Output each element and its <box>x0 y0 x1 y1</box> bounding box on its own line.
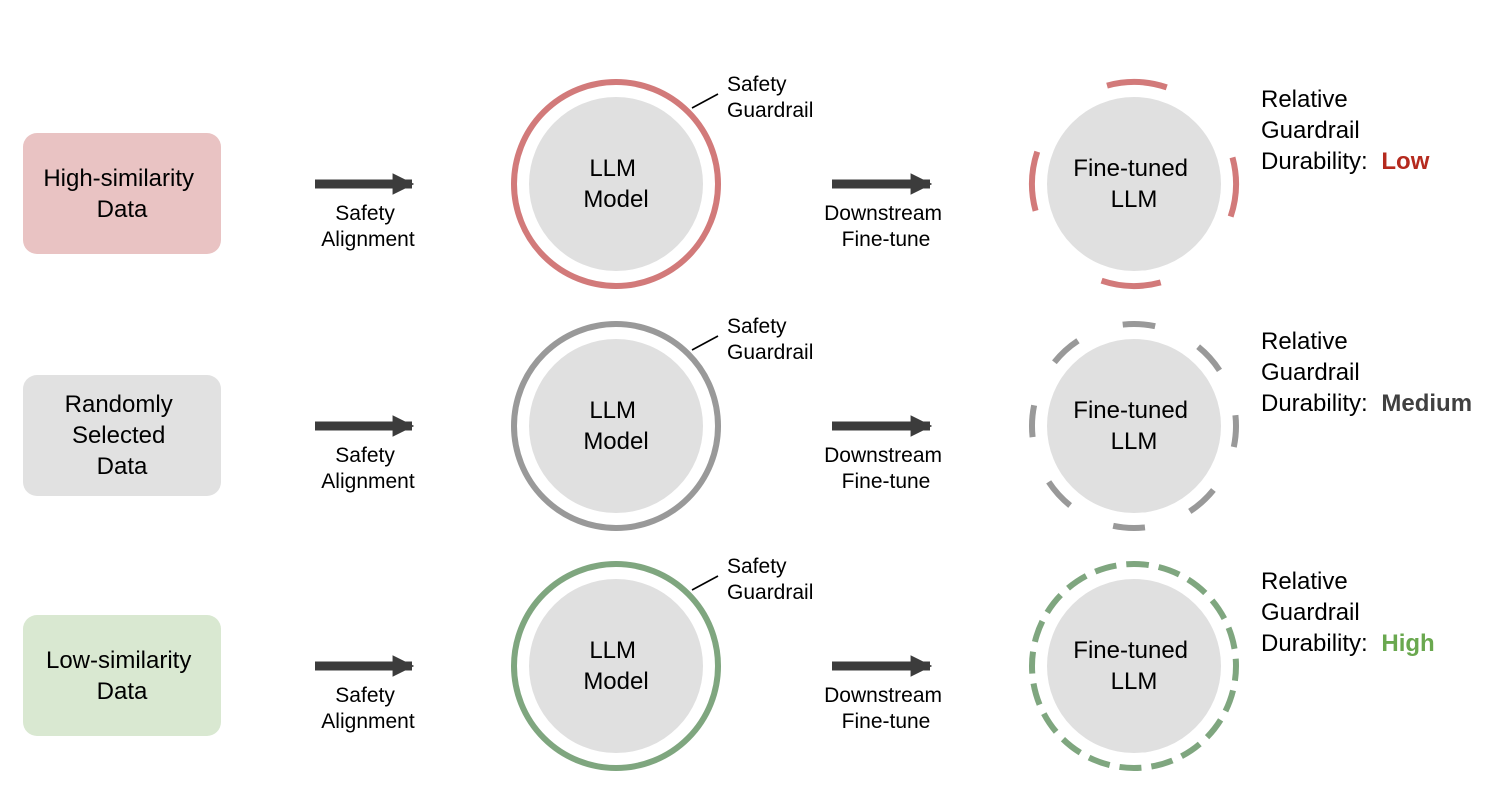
durability-level-high: High <box>1381 630 1434 657</box>
dashed-guardrail-ring <box>1029 561 1239 771</box>
guardrail-leader-line <box>691 335 719 351</box>
row-low-similarity: Low-similarity Data Safety Alignment LLM… <box>23 555 1435 771</box>
finetuned-llm-label: Fine-tuned LLM <box>1073 155 1194 213</box>
durability-label: Relative Guardrail Durability: Low <box>1261 86 1430 175</box>
dashed-guardrail-ring <box>1029 321 1239 531</box>
data-box-high-similarity <box>23 133 221 254</box>
finetuned-llm-label: Fine-tuned LLM <box>1073 397 1194 455</box>
row-high-similarity: High-similarity Data Safety Alignment LL… <box>23 73 1430 289</box>
llm-model-label: LLM Model <box>583 397 648 455</box>
safety-guardrail-ring <box>511 321 721 531</box>
safety-alignment-label: Safety Alignment <box>321 684 415 733</box>
safety-alignment-label: Safety Alignment <box>321 444 415 493</box>
data-box-label: Randomly Selected Data <box>65 391 180 480</box>
llm-model-label: LLM Model <box>583 637 648 695</box>
durability-label: Relative Guardrail Durability: Medium <box>1261 328 1472 417</box>
downstream-finetune-label: Downstream Fine-tune <box>824 684 948 733</box>
safety-guardrail-label: Safety Guardrail <box>727 73 813 122</box>
finetuned-llm-circle <box>1047 579 1221 753</box>
downstream-finetune-label: Downstream Fine-tune <box>824 202 948 251</box>
finetuned-llm-circle <box>1047 339 1221 513</box>
llm-model-circle <box>529 97 703 271</box>
data-box-label: High-similarity Data <box>43 165 200 223</box>
safety-guardrail-ring <box>511 79 721 289</box>
downstream-finetune-label: Downstream Fine-tune <box>824 444 948 493</box>
llm-model-circle <box>529 579 703 753</box>
llm-model-circle <box>529 339 703 513</box>
guardrail-leader-line <box>691 575 719 591</box>
safety-guardrail-ring <box>511 561 721 771</box>
data-box-label: Low-similarity Data <box>46 647 198 705</box>
durability-level-medium: Medium <box>1381 390 1472 417</box>
safety-guardrail-label: Safety Guardrail <box>727 315 813 364</box>
row-randomly-selected: Randomly Selected Data Safety Alignment … <box>23 315 1472 531</box>
guardrail-leader-line <box>691 93 719 109</box>
safety-guardrail-label: Safety Guardrail <box>727 555 813 604</box>
data-box-randomly-selected <box>23 375 221 496</box>
broken-guardrail-ring <box>1029 79 1239 289</box>
finetuned-llm-circle <box>1047 97 1221 271</box>
durability-level-low: Low <box>1381 148 1429 175</box>
data-box-low-similarity <box>23 615 221 736</box>
safety-alignment-label: Safety Alignment <box>321 202 415 251</box>
finetuned-llm-label: Fine-tuned LLM <box>1073 637 1194 695</box>
llm-model-label: LLM Model <box>583 155 648 213</box>
durability-label: Relative Guardrail Durability: High <box>1261 568 1435 657</box>
